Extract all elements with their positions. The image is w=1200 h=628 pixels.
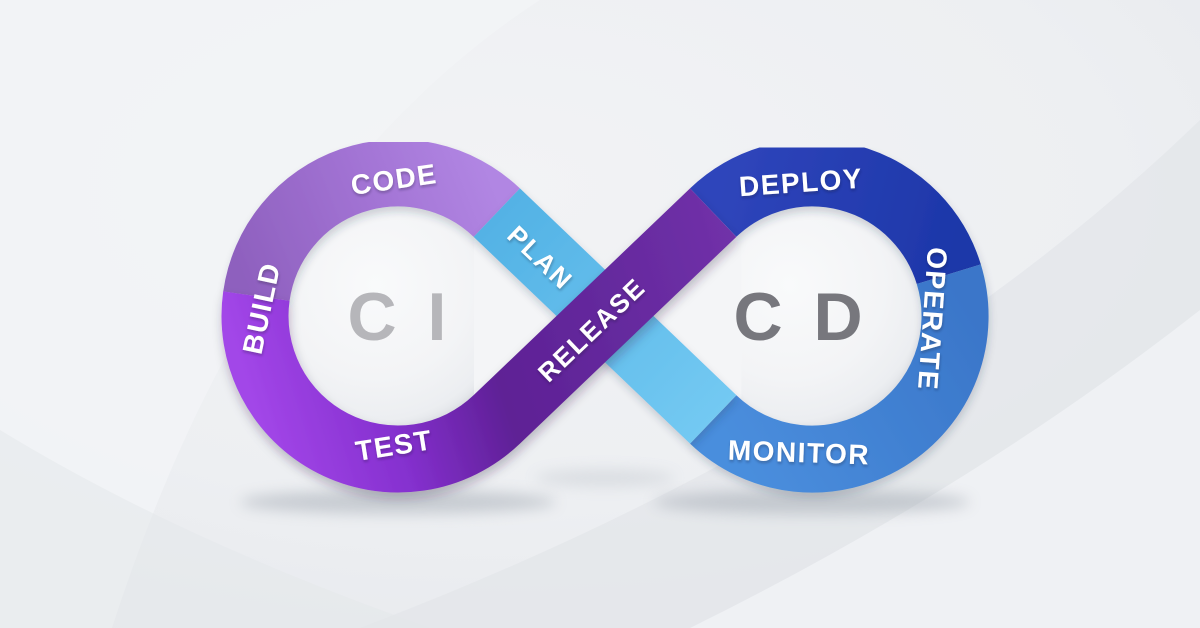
loop-strands <box>221 139 989 493</box>
ci-center-label: C I <box>348 279 453 355</box>
cd-center-label: C D <box>733 279 868 355</box>
cd-inner-disc <box>701 205 923 427</box>
segment-code-arc <box>223 139 520 302</box>
ground-shadow <box>240 490 556 514</box>
segment-operate-monitor-arc <box>690 264 989 493</box>
background-swoosh <box>0 0 540 628</box>
segment-build-test-release <box>221 188 737 493</box>
inner-discs <box>287 205 923 427</box>
ci-inner-disc <box>287 205 509 427</box>
label-monitor: MONITOR <box>727 435 870 471</box>
ground-shadow <box>535 469 675 487</box>
background-swoosh <box>690 310 1200 628</box>
ground-shadows <box>240 469 970 514</box>
background-swoosh <box>0 430 430 628</box>
segment-deploy-arc <box>690 139 981 285</box>
ci-hole-wedge <box>474 236 558 396</box>
ground-shadow <box>654 490 970 514</box>
cd-hole-wedge <box>652 231 742 401</box>
